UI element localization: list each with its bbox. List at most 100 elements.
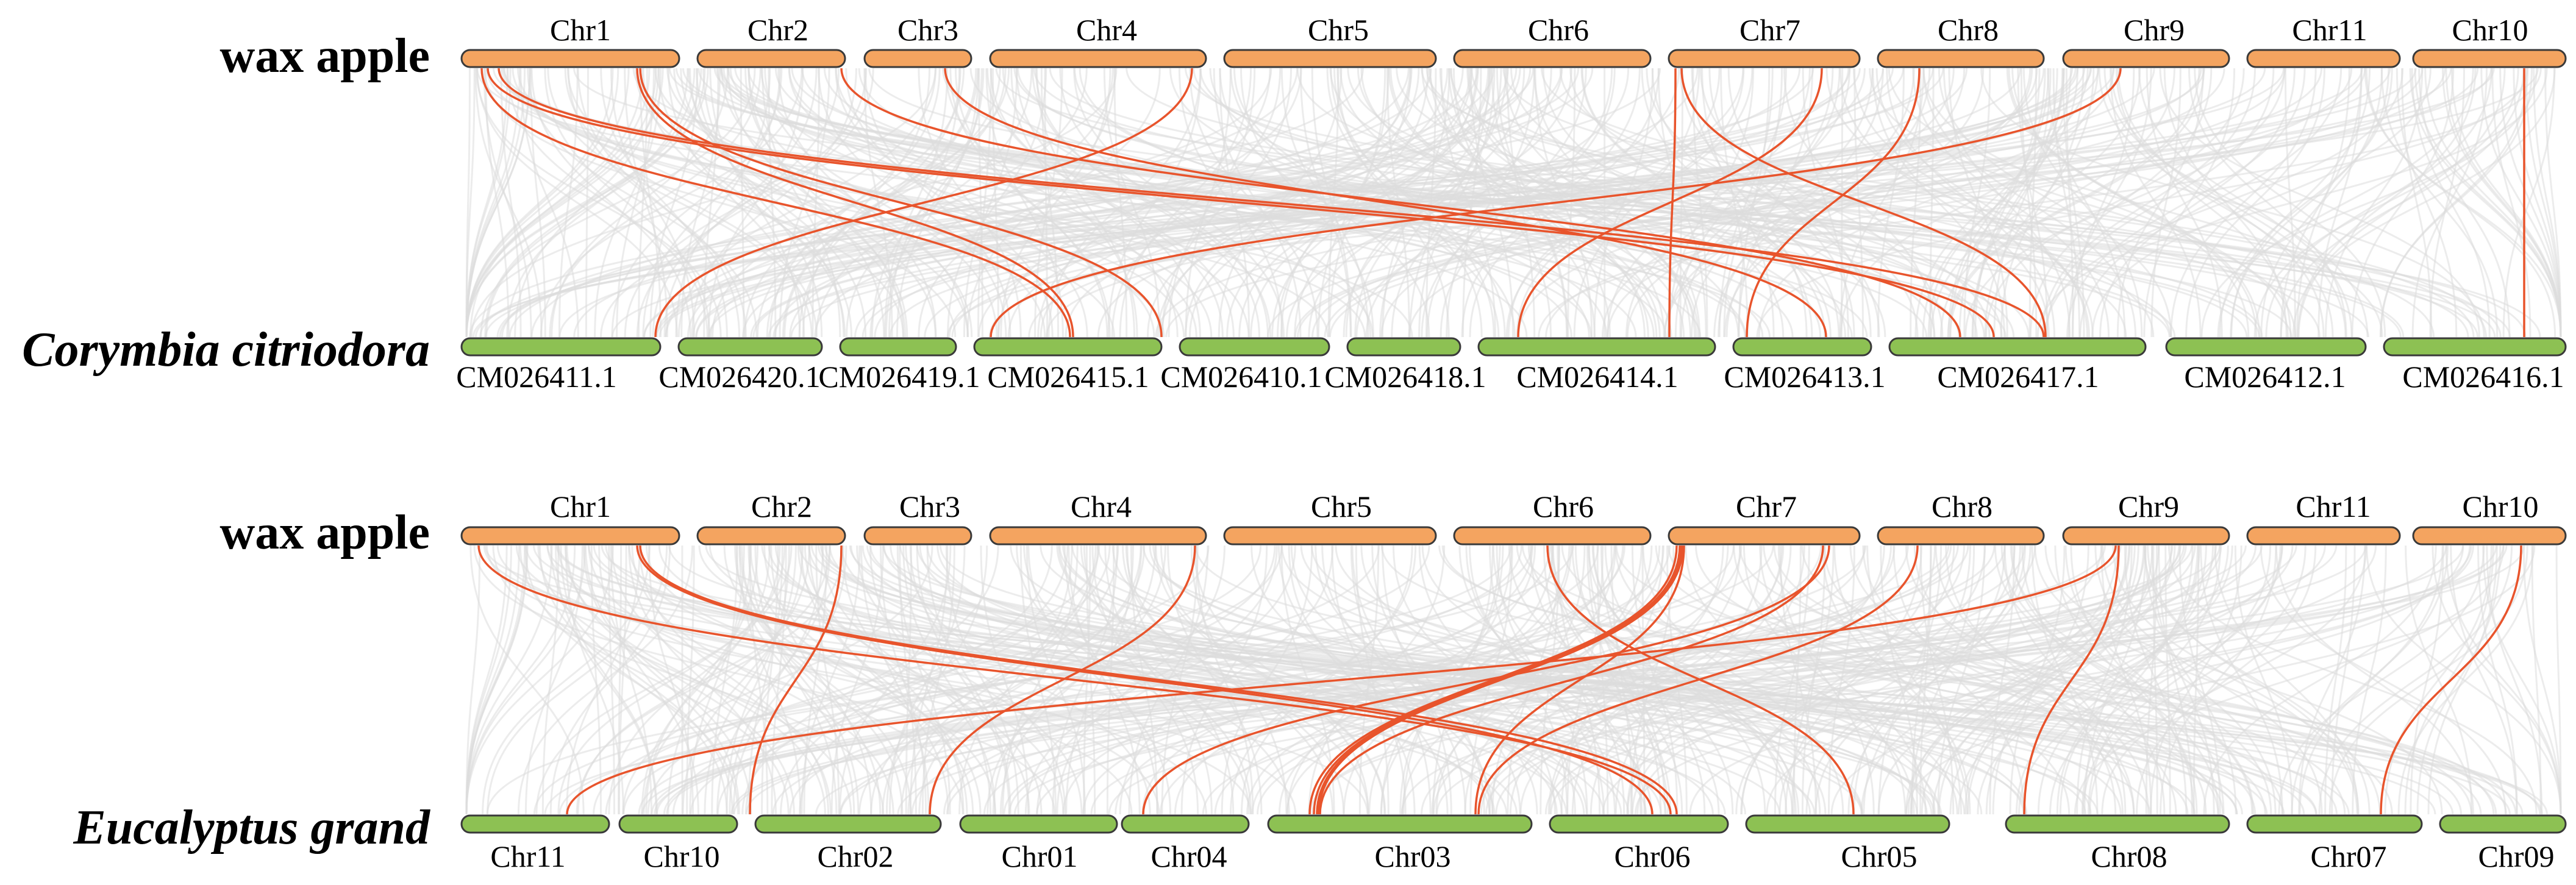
chromosome-bar [2062,49,2230,68]
chromosome-label: Chr9 [2124,13,2185,47]
synteny-link-background [1863,545,2006,815]
synteny-link-background [761,545,779,815]
chromosome-bar [696,526,846,546]
synteny-link-background [465,545,481,815]
synteny-link-background [997,68,1302,338]
synteny-link-background [1913,545,2135,815]
synteny-link-background [2418,68,2511,338]
synteny-link-background [1593,68,1654,338]
panel-1-top-chromosomes [460,49,2567,68]
synteny-link-background [564,545,826,815]
synteny-link-background [465,545,553,815]
synteny-link-background [2110,68,2347,338]
synteny-link-background [2260,545,2506,815]
synteny-link-background [1119,545,1334,815]
synteny-link-background [698,68,2176,338]
synteny-link-background [2091,68,2432,338]
chromosome-bar [1549,814,1729,834]
synteny-link-background [2185,68,2325,338]
synteny-link-background [1610,545,1633,815]
synteny-link-background [576,545,844,815]
chromosome-bar [1453,526,1652,546]
synteny-link-background [1458,545,1647,815]
synteny-link-background [1190,545,1288,815]
chromosome-bar [1453,49,1652,68]
synteny-link-background [1345,68,1493,338]
synteny-link-background [702,68,823,338]
synteny-link-background [1381,545,1452,815]
synteny-link-background [797,545,1065,815]
chromosome-bar [618,814,738,834]
synteny-link-background [519,545,790,815]
synteny-link-background [639,68,662,338]
panel-2-top-chromosome-labels: Chr1 Chr2 Chr3 Chr4 Chr5 Chr6 Chr7 Chr8 … [550,489,2539,524]
synteny-link-background [512,68,1165,338]
synteny-link-background [2291,545,2449,815]
synteny-link-background [1335,545,1966,815]
synteny-link-background [870,545,1119,815]
synteny-link-background [465,68,664,338]
synteny-link-background [1839,68,2099,338]
chromosome-label: Chr11 [2292,13,2367,47]
synteny-link-background [1277,545,1449,815]
synteny-link-background [469,545,585,815]
synteny-link-background [2054,545,2198,815]
synteny-link-background [610,68,695,338]
synteny-link-background [2192,545,2200,815]
synteny-link-background [1679,68,1684,338]
synteny-link-background [2094,545,2277,815]
chromosome-label: Chr1 [550,13,611,47]
synteny-link-background [530,68,691,338]
synteny-link-background [1641,545,1646,815]
synteny-link-highlight [639,68,1163,338]
panel-2-highlight-links [477,545,2522,815]
chromosome-label: Chr5 [1311,489,1372,524]
synteny-link-background [465,68,630,338]
synteny-link-background [1588,545,1662,815]
synteny-link-background [1062,545,1551,815]
synteny-link-background [1793,545,1802,815]
synteny-link-background [1922,68,2289,338]
synteny-link-highlight [1319,545,1824,815]
synteny-link-background [465,545,614,815]
synteny-link-background [507,68,708,338]
synteny-link-background [1026,545,1086,815]
synteny-link-background [2298,545,2366,815]
synteny-link-highlight [749,545,843,815]
synteny-link-background [739,545,912,815]
synteny-link-background [788,68,1213,338]
chromosome-bar [2383,337,2567,357]
synteny-link-background [2445,68,2562,338]
synteny-link-background [2555,545,2562,815]
synteny-link-background [1185,68,2502,338]
chromosome-bar [2165,337,2367,357]
synteny-link-background [789,68,1410,338]
synteny-link-background [2324,545,2347,815]
synteny-link-background [830,545,884,815]
synteny-link-background [1049,68,2469,338]
synteny-link-background [2396,68,2458,338]
synteny-link-background [547,68,813,338]
chromosome-label: CM026417.1 [1937,360,2099,394]
synteny-link-background [549,545,671,815]
synteny-link-highlight [636,68,1074,338]
synteny-link-background [540,68,803,338]
chromosome-label: Chr5 [1308,13,1369,47]
synteny-link-background [643,68,2093,338]
panel-1-bottom-species-label: Corymbia citriodora [22,323,430,377]
synteny-link-background [1604,545,1766,815]
chromosome-bar [1877,49,2045,68]
synteny-link-background [2064,545,2225,815]
synteny-link-background [1839,68,2050,338]
synteny-link-background [1321,545,1491,815]
chromosome-label: CM026413.1 [1724,360,1885,394]
synteny-link-highlight [1680,68,2047,338]
synteny-link-background [1943,68,2071,338]
synteny-link-background [687,68,907,338]
synteny-link-background [1566,545,1604,815]
synteny-link-highlight [1474,545,1685,815]
synteny-link-background [2079,68,2342,338]
synteny-link-background [1193,545,1369,815]
synteny-link-highlight [480,68,1071,338]
chromosome-bar [2246,526,2401,546]
